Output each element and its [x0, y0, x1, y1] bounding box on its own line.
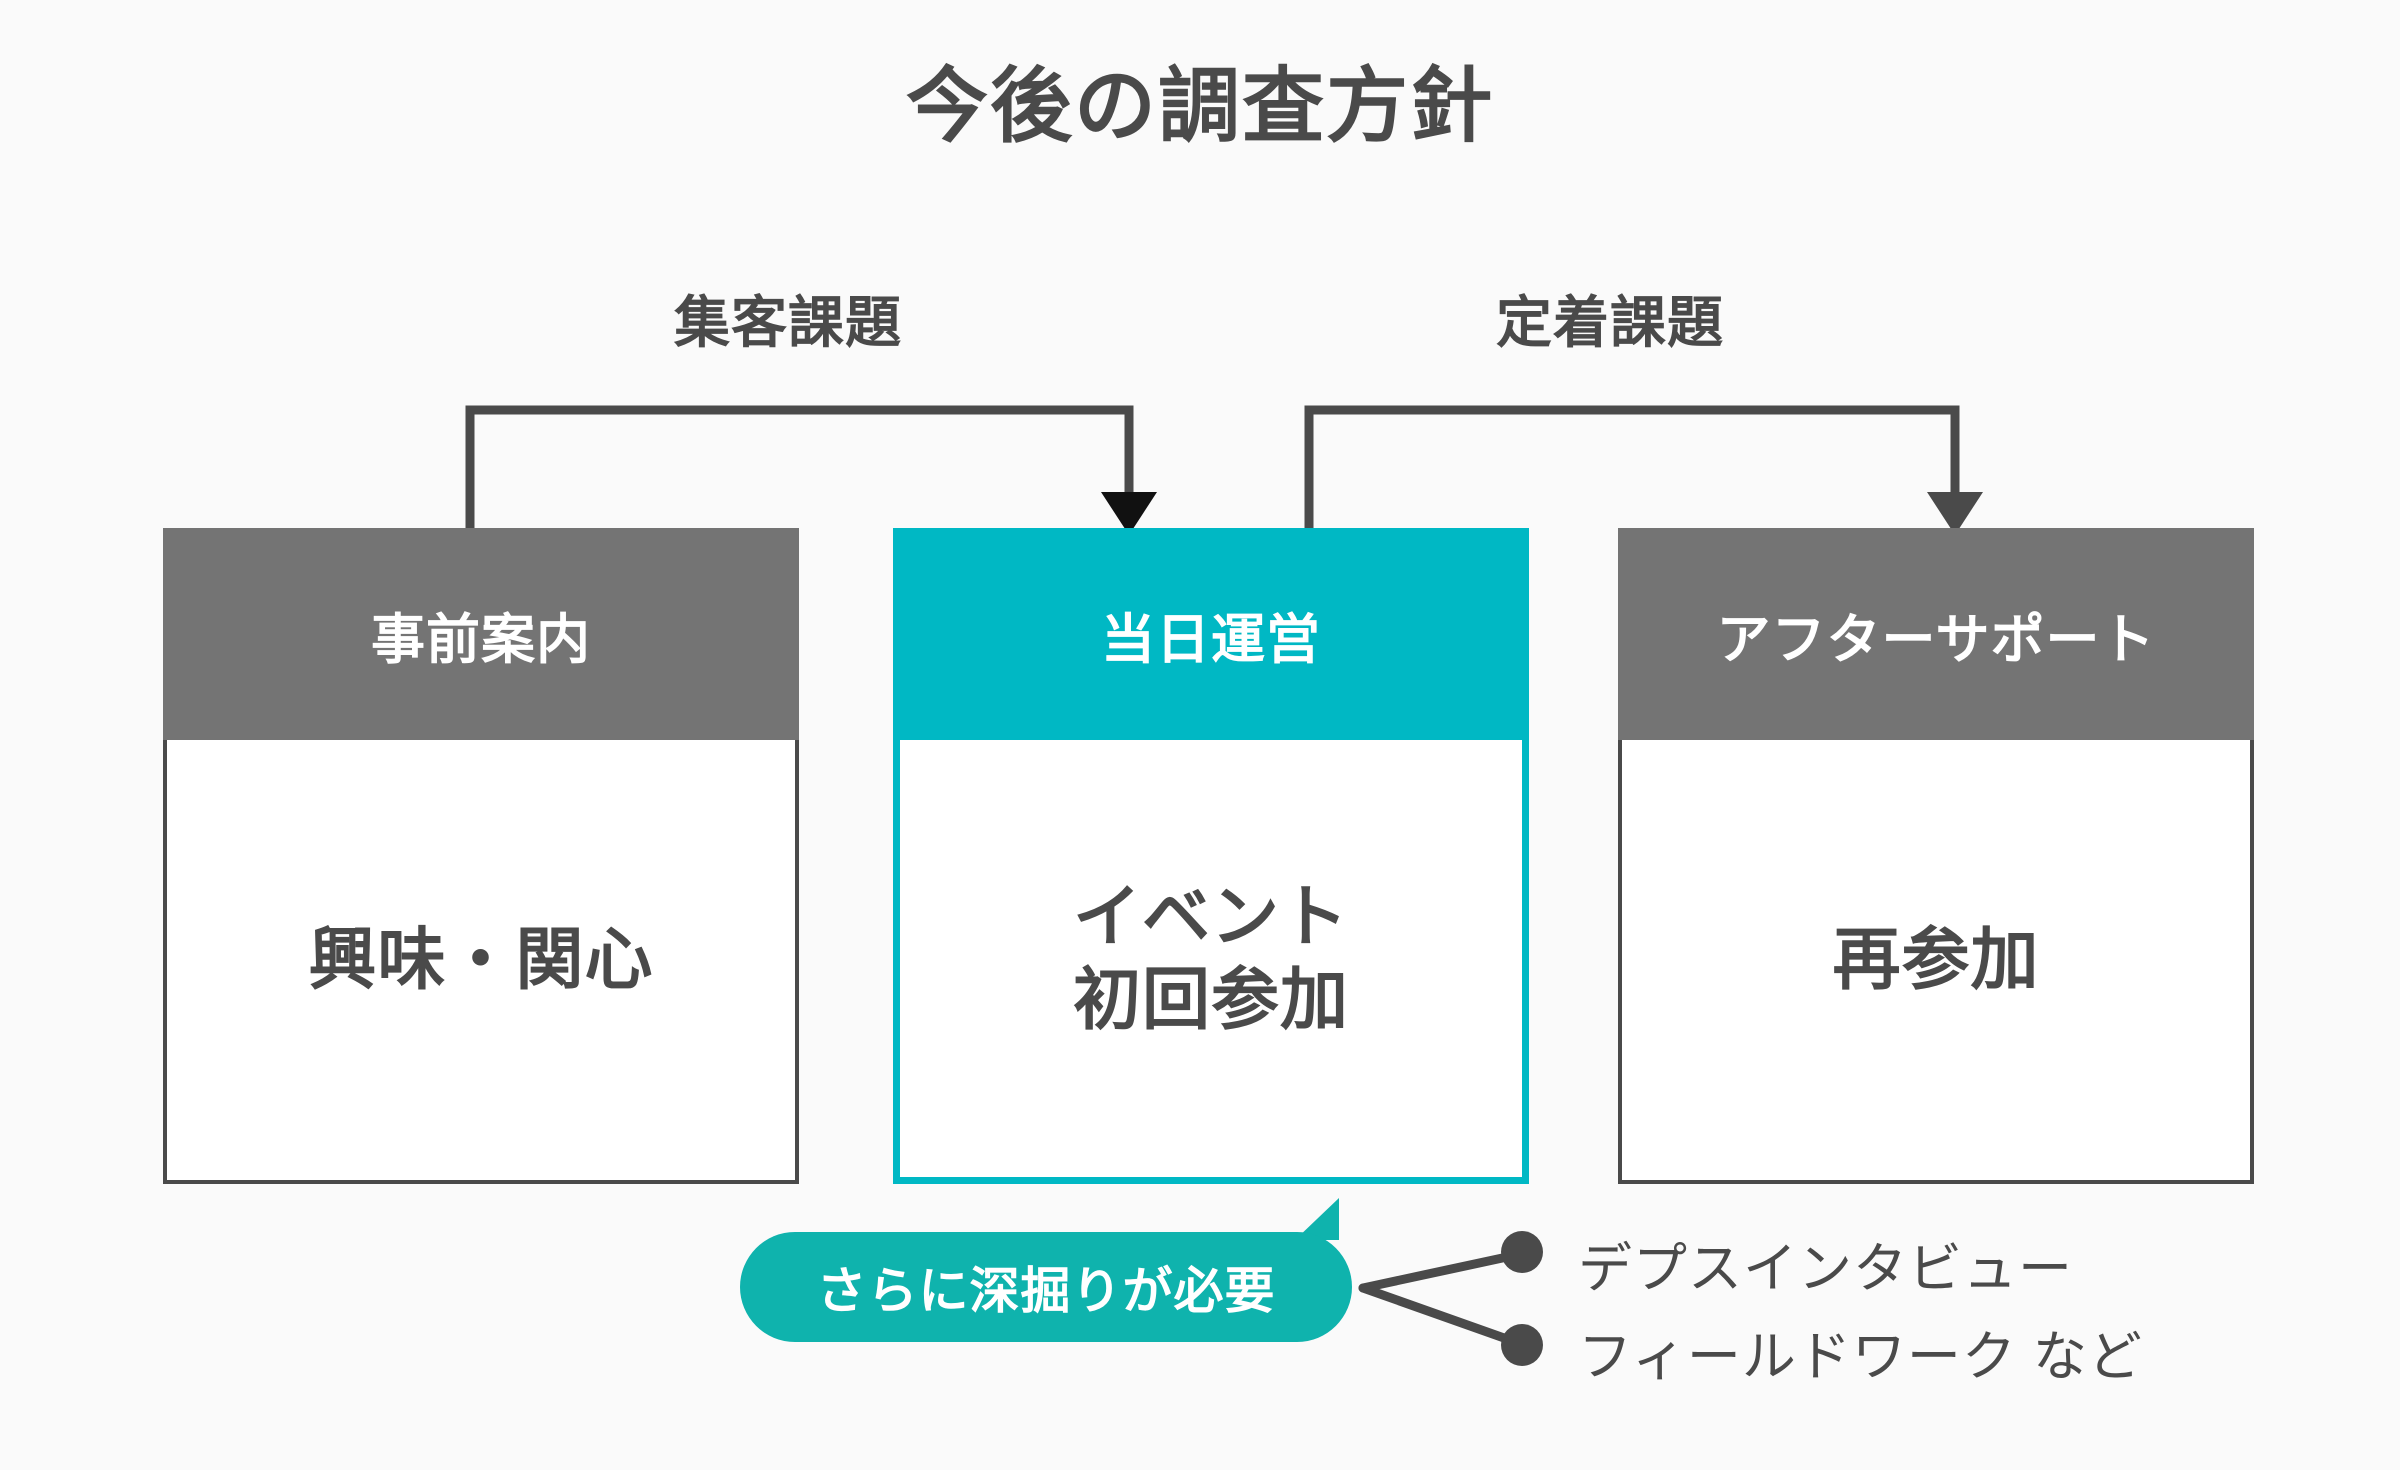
stage-body-line: 初回参加	[1072, 961, 1349, 1038]
connector-arrow-2	[1304, 405, 1983, 535]
stage-body-event-day: イベント 初回参加	[893, 740, 1529, 1184]
stage-body-pre-event: 興味・関心	[163, 740, 799, 1184]
stage-box-pre-event[interactable]: 事前案内 興味・関心	[163, 528, 799, 1184]
method-item-fieldwork: フィールドワーク など	[1578, 1327, 2143, 1387]
stage-box-event-day[interactable]: 当日運営 イベント 初回参加	[893, 528, 1529, 1184]
stage-header-event-day: 当日運営	[893, 528, 1529, 740]
callout-bubble[interactable]: さらに深掘りが必要	[740, 1232, 1352, 1342]
stage-body-line: 再参加	[1832, 921, 2040, 998]
bullet-dot-2	[1501, 1324, 1543, 1366]
stage-body-after-support: 再参加	[1618, 740, 2254, 1184]
stage-header-pre-event: 事前案内	[163, 528, 799, 740]
stage-box-after-support[interactable]: アフターサポート 再参加	[1618, 528, 2254, 1184]
callout-leader-lines	[1358, 1231, 1543, 1366]
flow-label-retention: 定着課題	[1496, 291, 1724, 354]
connector-arrow-1	[465, 405, 1157, 535]
page-title: 今後の調査方針	[905, 61, 1494, 152]
stage-header-after-support: アフターサポート	[1618, 528, 2254, 740]
flow-label-acquisition: 集客課題	[674, 291, 902, 354]
stage-body-line: イベント	[1072, 878, 1349, 955]
method-item-depth-interview: デプスインタビュー	[1578, 1239, 2073, 1299]
stage-body-line: 興味・関心	[308, 921, 654, 998]
bullet-dot-1	[1501, 1231, 1543, 1273]
